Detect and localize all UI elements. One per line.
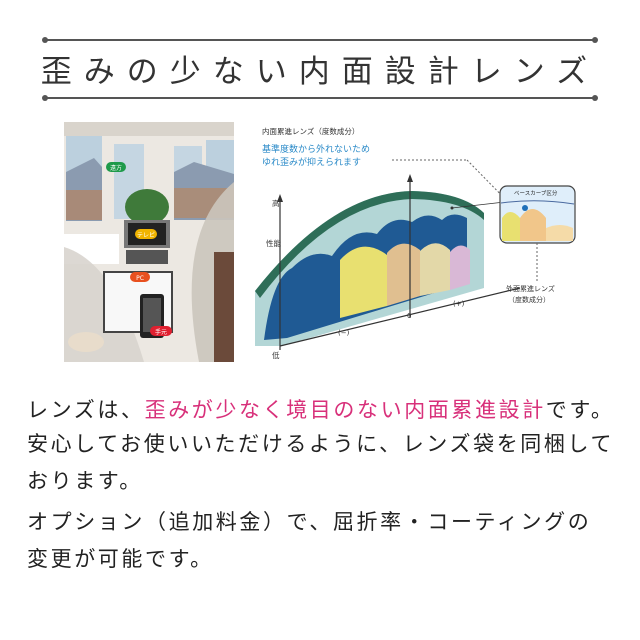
page-title: 歪みの少ない内面設計レンズ bbox=[40, 54, 600, 90]
hand-label-badge bbox=[150, 326, 172, 336]
lens-diagram: 内面累進レンズ（度数成分） 基準度数から外れないため ゆれ歪みが抑えられます 高… bbox=[252, 118, 592, 368]
body-line-1-prefix: レンズは、 bbox=[27, 398, 145, 422]
body-line-1: レンズは、歪みが少なく境目のない内面累進設計です。 bbox=[27, 394, 615, 424]
pc-label-badge bbox=[130, 272, 150, 282]
top-divider bbox=[42, 37, 598, 43]
body-highlight: 歪みが少なく境目のない内面累進設計 bbox=[144, 398, 546, 422]
body-line-4: オプション（追加料金）で、屈折率・コーティングの bbox=[27, 510, 592, 534]
axis-high: 高 bbox=[272, 198, 280, 208]
body-line-5: 変更が可能です。 bbox=[27, 547, 214, 571]
axis-low: 低 bbox=[272, 350, 280, 360]
tv-label-badge bbox=[135, 229, 157, 239]
outer-label-1: 外面累進レンズ bbox=[506, 284, 555, 293]
body-line-1-suffix: です。 bbox=[545, 398, 615, 422]
diagram-highlight-1: 基準度数から外れないため bbox=[262, 143, 370, 155]
inset-label: ベースカーブ区分 bbox=[514, 189, 558, 197]
room-photo: 遠方 テレビ PC 手元 bbox=[64, 122, 234, 362]
tv-label: テレビ bbox=[137, 231, 155, 239]
axis-performance: 性能 bbox=[266, 238, 281, 248]
tick-plus: (+) bbox=[453, 300, 465, 308]
body-line-2: 安心してお使いいただけるように、レンズ袋を同梱して bbox=[27, 432, 615, 456]
body-line-3: おります。 bbox=[27, 469, 143, 493]
tick-minus: (−) bbox=[338, 329, 350, 337]
outer-label-2: （度数成分） bbox=[508, 295, 550, 304]
diagram-title: 内面累進レンズ（度数成分） bbox=[262, 126, 359, 136]
far-label: 遠方 bbox=[110, 164, 122, 172]
pc-label: PC bbox=[136, 275, 144, 282]
diagram-highlight-2: ゆれ歪みが抑えられます bbox=[262, 156, 361, 168]
tick-zero: 0 bbox=[407, 312, 411, 320]
far-label-badge bbox=[106, 162, 126, 172]
hand-label: 手元 bbox=[155, 328, 167, 336]
bottom-divider bbox=[42, 95, 598, 101]
